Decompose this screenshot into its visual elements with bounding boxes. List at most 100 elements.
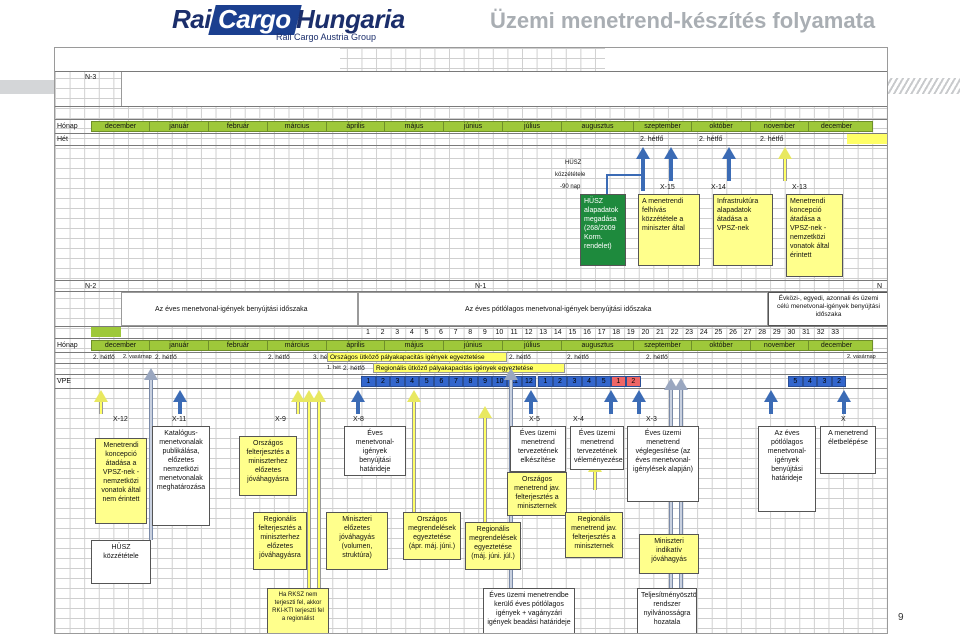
miniszteri-indikativ-box: Miniszteri indikatív jóváhagyás [639,534,699,574]
vpe-cell: 3 [817,376,832,387]
arrow-rksz-2 [312,390,326,588]
x13-label: X-13 [792,184,807,191]
logo-cargo-text: Cargo [218,4,291,34]
top-week-1: 2. hétfő [640,136,664,143]
arrow-x8 [351,390,365,414]
x5-label: X-5 [529,416,540,423]
week-number: 11 [510,329,518,336]
husz-note-1: HÜSZ [565,160,582,166]
week-number: 32 [816,329,825,336]
bottom-month-bar: december január február március április … [91,340,873,351]
x-label: X [841,416,846,423]
section-additional-label: Az éves pótlólagos menetvonal-igények be… [465,306,652,313]
arrow-x9 [291,390,305,414]
week-number: 23 [685,329,694,336]
x9-label: X-9 [275,416,286,423]
week-number: 27 [743,329,752,336]
arrow-x4 [604,390,618,414]
week-number: 18 [612,329,621,336]
katalogus-box: Katalógus-menetvonalak publikálása, előz… [152,426,210,526]
bw1-0: 2. hétfő [93,354,115,361]
week-number: 19 [626,329,635,336]
week-number: 14 [553,329,562,336]
bottom-label-honap: Hónap [57,342,78,349]
week-number: 22 [670,329,679,336]
vpe-cell: 4 [581,376,597,387]
vpe-cell: 5 [596,376,611,387]
vpe-cell: 10 [492,376,507,387]
eves-hatarido-box: Éves menetvonal-igények benyújtási határ… [344,426,406,476]
week-number: 2 [380,329,385,336]
week-number: 21 [656,329,664,336]
arrow-up-x15 [664,147,678,181]
husz-note-3: -90 nap [560,184,581,190]
vpe-cell: 2 [831,376,847,387]
week-number: 13 [539,329,548,336]
x3-label: X-3 [646,416,657,423]
vpe-cell: 7 [448,376,464,387]
week-number: 6 [439,329,443,336]
vegleges-box: Éves üzemi menetrend véglegesítése (az é… [627,426,699,502]
koncepcio-box: Menetrendi koncepció átadása a VPSZ-nek … [95,438,147,524]
decorative-stripes [887,78,960,94]
vpe-cell: 6 [434,376,449,387]
logo-hungaria-text: Hungaria [296,4,405,34]
week-number: 8 [468,329,473,336]
arrow-x3 [632,390,646,414]
husz-alapadatok-box: HÜSZ alapadatok megadása (268/2009 Korm.… [580,194,626,266]
velemenyezes-box: Éves üzemi menetrend tervezetének vélemé… [570,426,624,470]
top-week-highlight [847,134,887,144]
vpe-cell: 4 [802,376,818,387]
x8-label: X-8 [353,416,364,423]
top-month-bar: december január február március április … [91,121,873,132]
arrow-x11 [173,390,187,414]
page-number: 9 [898,612,904,623]
arrow-eletbelepes [837,390,851,414]
week-number: 25 [714,329,723,336]
section-annual [121,292,358,326]
top-week-3: 2. hétfő [760,136,784,143]
bw1-3: 2. hétfő [268,354,290,361]
top-label-honap: Hónap [57,123,78,130]
week-number: 3 [395,329,400,336]
x4-label: X-4 [573,416,584,423]
week-number: 10 [495,329,504,336]
teljesitmeny-box: Teljesítményösztönző rendszer nyilvánoss… [637,588,697,633]
orszagos-megrend-box: Országos megrendelések egyeztetése (ápr.… [403,512,461,560]
potlolagos-hatarido-box: Az éves pótlólagos menetvonal-igények be… [758,426,816,512]
week-number: 9 [482,329,487,336]
bw1-6: 2. hétfő [567,354,589,361]
husz-kozzetetel-box: HÜSZ közzététele [91,540,151,584]
week-number: 7 [453,329,458,336]
miniszteri-elozetes-box: Miniszteri előzetes jóváhagyás (volumen,… [326,512,388,570]
vpe-cell: 1 [611,376,626,387]
arrow-regionalis-megrend [478,406,492,524]
regionalis-megrend-box: Regionális megrendelések egyeztetése (má… [465,522,521,570]
vpe-cell: 5 [419,376,434,387]
eves-uzemi-tervezet-box: Éves üzemi menetrend tervezetének elkész… [510,426,566,472]
vpe-cell: 2 [552,376,568,387]
week-number: 24 [699,329,708,336]
potlolagos-igenyek-box: Éves üzemi menetrendbe kerülő éves pótló… [483,588,575,633]
vpe-cell: 5 [788,376,803,387]
orszagos-menetrend-box: Országos menetrend jav. felterjesztés a … [507,472,567,516]
decorative-band [0,80,54,94]
logo-subtitle: Rail Cargo Austria Group [276,32,377,42]
arrow-x5 [524,390,538,414]
week-number: 28 [758,329,767,336]
top-week-2: 2. hétfő [699,136,723,143]
arrow-up-x14 [722,147,736,181]
vpe-cell: 2 [626,376,641,387]
vpe-cell: 2 [375,376,391,387]
week-number: 15 [568,329,577,336]
week-number: 33 [831,329,840,336]
week-number: 20 [641,329,650,336]
connector-husz-horiz [606,174,642,176]
regionalis-menetrend-box: Regionális menetrend jav. felterjesztés … [565,512,623,558]
vpe-cell: 9 [477,376,493,387]
bottom-label-vpe: VPE [57,378,72,385]
process-timeline-sheet: N-3 Hónap december január február márciu… [54,47,888,634]
week-number: 1 [366,329,370,336]
week-number: 30 [787,329,796,336]
x14-label: X-14 [711,184,726,191]
